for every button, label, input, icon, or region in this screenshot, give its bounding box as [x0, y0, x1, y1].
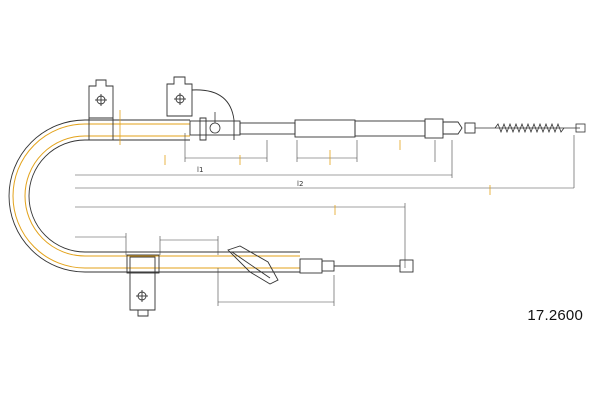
part-number-label: 17.2600 — [527, 307, 583, 324]
top-tube-segment-4 — [354, 120, 426, 137]
bottom-wire-end — [399, 259, 414, 273]
dimension-lines — [75, 133, 575, 306]
cable-loop-outer-outline — [8, 119, 300, 273]
sheath-highlight-marks — [119, 110, 491, 215]
bottom-tube-fitting — [299, 258, 323, 274]
cable-sheath-outer-line — [12, 123, 300, 269]
end-spring-assembly — [475, 122, 586, 134]
top-bracket-left — [88, 79, 114, 140]
top-tube-end-fitting — [424, 118, 444, 139]
top-tube-end-cap — [464, 122, 476, 134]
top-tube-segment-3 — [294, 119, 356, 138]
return-spring — [494, 122, 565, 134]
cable-sheath-inner-line — [24, 135, 300, 257]
wire-end-nipple — [575, 123, 586, 133]
bottom-guide-plate — [227, 245, 279, 285]
top-tube-clip — [209, 112, 221, 134]
top-tube-segment-2 — [239, 122, 296, 135]
dimension-label-l1: l1 — [197, 166, 203, 174]
cable-loop-inner-outline — [28, 139, 300, 253]
top-tube-end-nut — [442, 121, 463, 135]
top-tube-assembly — [189, 118, 476, 139]
bottom-tube-collar — [321, 260, 335, 272]
bottom-bracket — [126, 254, 160, 317]
top-bracket-right — [166, 76, 235, 141]
dimension-label-l2: l2 — [297, 180, 303, 188]
cable-sheath — [8, 119, 300, 273]
bottom-ferrule-assembly — [227, 245, 414, 285]
